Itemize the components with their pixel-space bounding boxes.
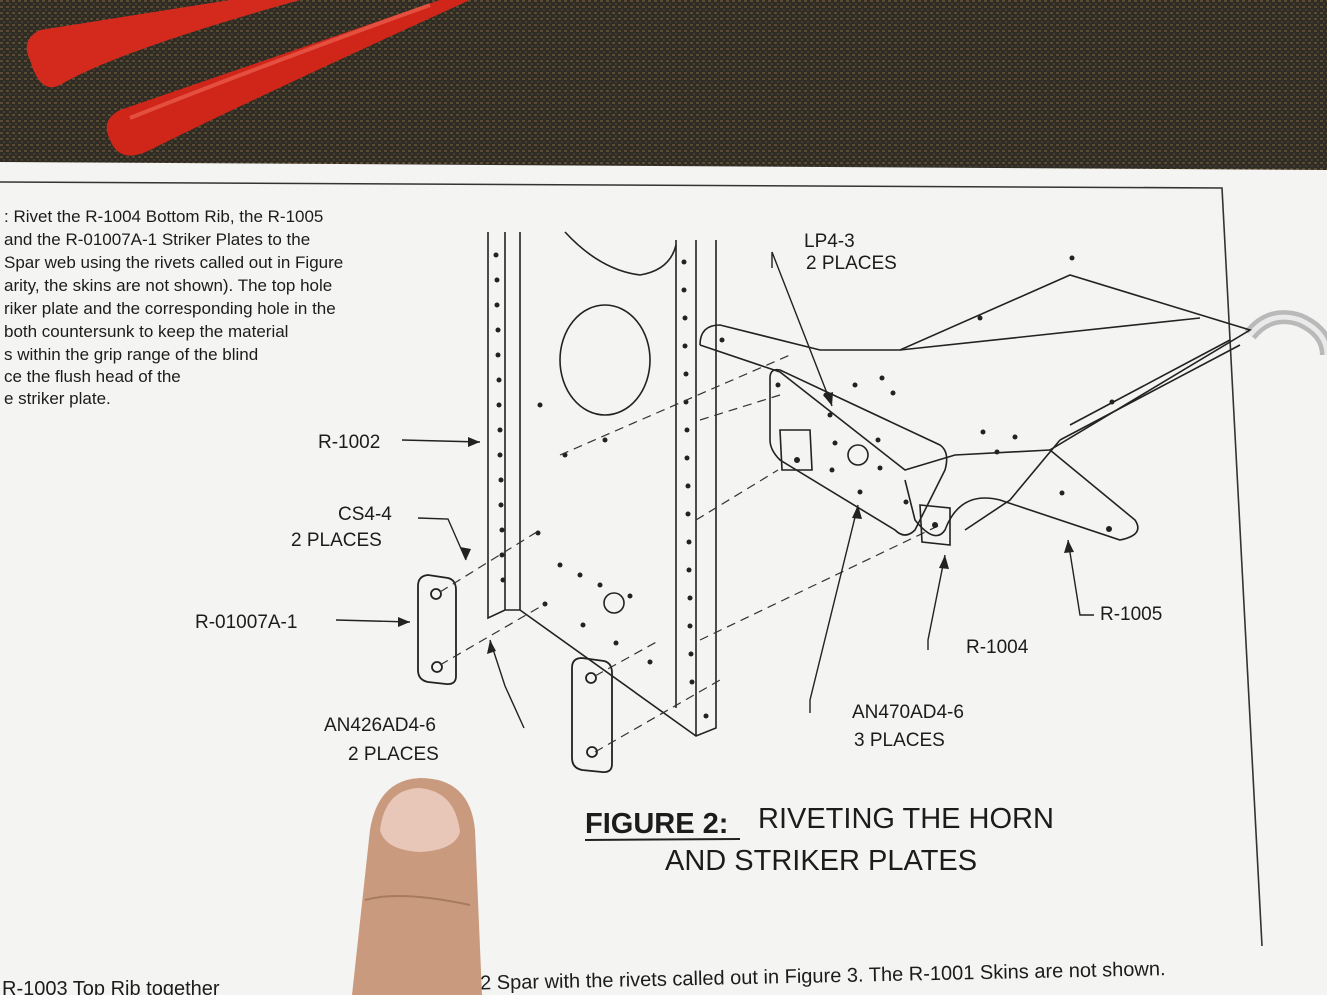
paragraph-line: arity, the skins are not shown). The top…	[4, 276, 332, 295]
paragraph-line: e striker plate.	[4, 389, 111, 408]
label-an470-qty: 3 PLACES	[854, 730, 945, 751]
paragraph-line: s within the grip range of the blind	[4, 345, 258, 364]
footer-left-fragment: R-1003 Top Rib together	[2, 978, 220, 995]
figure-title-line1: RIVETING THE HORN	[758, 803, 1054, 835]
instruction-paragraph: : Rivet the R-1004 Bottom Rib, the R-100…	[4, 207, 343, 408]
paragraph-line: riker plate and the corresponding hole i…	[4, 299, 336, 318]
figure-caption: FIGURE 2: RIVETING THE HORN AND STRIKER …	[584, 803, 1054, 877]
label-r1005: R-1005	[1100, 604, 1162, 625]
callout-leaders	[335, 251, 1094, 729]
pliers-icon	[26, 0, 471, 156]
callout-labels: R-1002 CS4-4 2 PLACES R-01007A-1 AN426AD…	[195, 231, 1162, 765]
label-lp43-qty: 2 PLACES	[806, 253, 897, 274]
label-cs44-qty: 2 PLACES	[291, 530, 382, 551]
paragraph-line: and the R-01007A-1 Striker Plates to the	[4, 230, 310, 249]
label-r1002: R-1002	[318, 432, 380, 453]
finger-icon	[352, 778, 482, 995]
horn-and-rib-assembly	[699, 274, 1252, 546]
label-lp43: LP4-3	[804, 231, 855, 252]
figure-number: FIGURE 2:	[585, 808, 728, 840]
paragraph-line: Spar web using the rivets called out in …	[4, 253, 343, 272]
label-r1004: R-1004	[966, 637, 1029, 658]
page-border	[0, 181, 1263, 947]
paragraph-line: : Rivet the R-1004 Bottom Rib, the R-100…	[4, 207, 323, 226]
label-cs44: CS4-4	[338, 504, 392, 525]
binder-ring-icon	[1244, 310, 1327, 356]
spar-r1002-drawing	[487, 231, 717, 737]
paragraph-line: ce the flush head of the	[4, 367, 181, 386]
paper-page	[0, 162, 1327, 995]
label-r01007a1: R-01007A-1	[195, 612, 297, 633]
label-an470: AN470AD4-6	[852, 702, 964, 723]
rivet-holes	[493, 252, 709, 719]
paragraph-line: both countersunk to keep the material	[4, 322, 288, 341]
assembly-dashed-lines	[439, 354, 941, 753]
callout-arrowheads	[398, 392, 1074, 654]
label-an426-qty: 2 PLACES	[348, 744, 439, 765]
figure-title-line2: AND STRIKER PLATES	[665, 845, 977, 877]
rib-holes	[719, 255, 1115, 532]
label-an426: AN426AD4-6	[324, 715, 436, 736]
striker-plate-r01007a1	[417, 574, 613, 773]
